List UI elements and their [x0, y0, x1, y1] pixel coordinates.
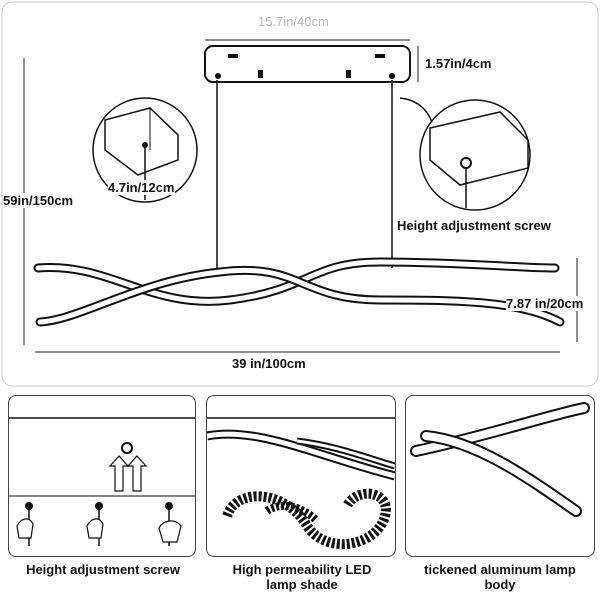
caption-aluminum-body: tickened aluminum lamp body	[424, 562, 576, 592]
overall-height-label: 59in/150cm	[3, 193, 74, 208]
caption-led-shade: High permeability LED lamp shade	[232, 562, 372, 592]
panel-height-screw	[8, 395, 196, 557]
canopy-height-label: 1.57in/4cm	[425, 56, 492, 71]
lamp-drawing	[1, 1, 599, 387]
product-diagram: 15.7in/40cm 1.57in/4cm 59in/150cm 4.7in/…	[1, 1, 599, 387]
lamp-height-label: 7.87 in/20cm	[506, 296, 584, 311]
led-strip-illustration	[207, 417, 395, 549]
top-width-label: 15.7in/40cm	[258, 14, 329, 29]
panel-aluminum-body	[405, 395, 595, 557]
screw-illustration	[9, 417, 195, 546]
lamp-width-label: 39 in/100cm	[232, 356, 306, 371]
aluminum-body-illustration	[410, 402, 590, 517]
canopy-detail-label: 4.7in/12cm	[108, 180, 175, 195]
canopy-shape	[204, 45, 411, 83]
panel-led-shade	[206, 395, 396, 557]
caption-height-screw: Height adjustment screw	[26, 562, 180, 577]
height-screw-callout: Height adjustment screw	[397, 218, 551, 233]
